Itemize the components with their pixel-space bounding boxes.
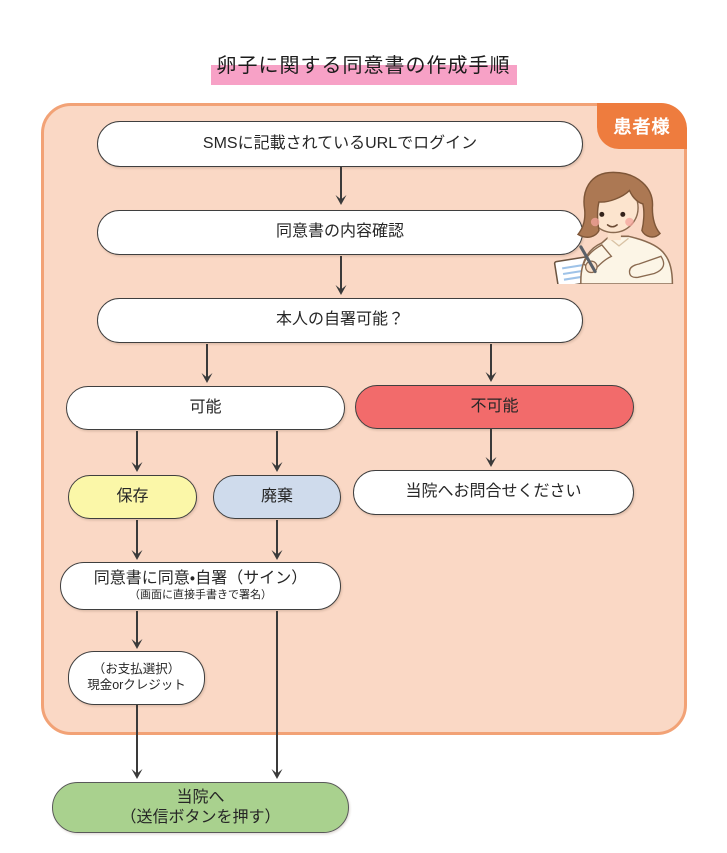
- node-contact-label: 当院へお問合せください: [405, 483, 582, 501]
- node-impossible: 不可能: [355, 385, 634, 429]
- node-send-line1: 当院へ: [176, 788, 225, 806]
- node-confirm: 同意書の内容確認: [97, 210, 583, 255]
- node-question-label: 本人の自署可能？: [275, 311, 404, 329]
- node-save: 保存: [68, 475, 197, 519]
- node-payment: （お支払選択） 現金orクレジット: [68, 651, 205, 705]
- node-possible: 可能: [66, 386, 345, 430]
- node-login-label: SMSに記載されているURLでログイン: [202, 134, 478, 152]
- node-discard: 廃棄: [213, 475, 341, 519]
- node-possible-label: 可能: [189, 398, 222, 416]
- page-title-text: 卵子に関する同意書の作成手順: [210, 54, 517, 85]
- woman-writing-illustration: [553, 171, 674, 284]
- node-confirm-label: 同意書の内容確認: [275, 223, 404, 241]
- node-sign: 同意書に同意・自署（サイン） （画面に直接手書きで署名）: [60, 562, 341, 610]
- node-contact: 当院へお問合せください: [353, 470, 634, 515]
- node-save-label: 保存: [116, 487, 149, 505]
- node-sign-label: 同意書に同意・自署（サイン）: [93, 569, 308, 587]
- node-discard-label: 廃棄: [260, 487, 293, 505]
- node-send-line2: （送信ボタンを押す）: [120, 808, 281, 826]
- patient-corner-tab: 患者様: [597, 103, 687, 149]
- node-payment-line2: 現金orクレジット: [87, 678, 186, 692]
- node-login: SMSに記載されているURLでログイン: [97, 121, 583, 167]
- node-sign-sublabel: （画面に直接手書きで署名）: [129, 589, 272, 602]
- node-impossible-label: 不可能: [470, 397, 519, 415]
- pen-icon: [579, 245, 597, 274]
- patient-corner-tab-label: 患者様: [613, 117, 671, 137]
- node-payment-line1: （お支払選択）: [92, 662, 181, 677]
- node-send: 当院へ （送信ボタンを押す）: [52, 782, 349, 833]
- node-question: 本人の自署可能？: [97, 298, 583, 343]
- page-title: 卵子に関する同意書の作成手順: [0, 54, 727, 85]
